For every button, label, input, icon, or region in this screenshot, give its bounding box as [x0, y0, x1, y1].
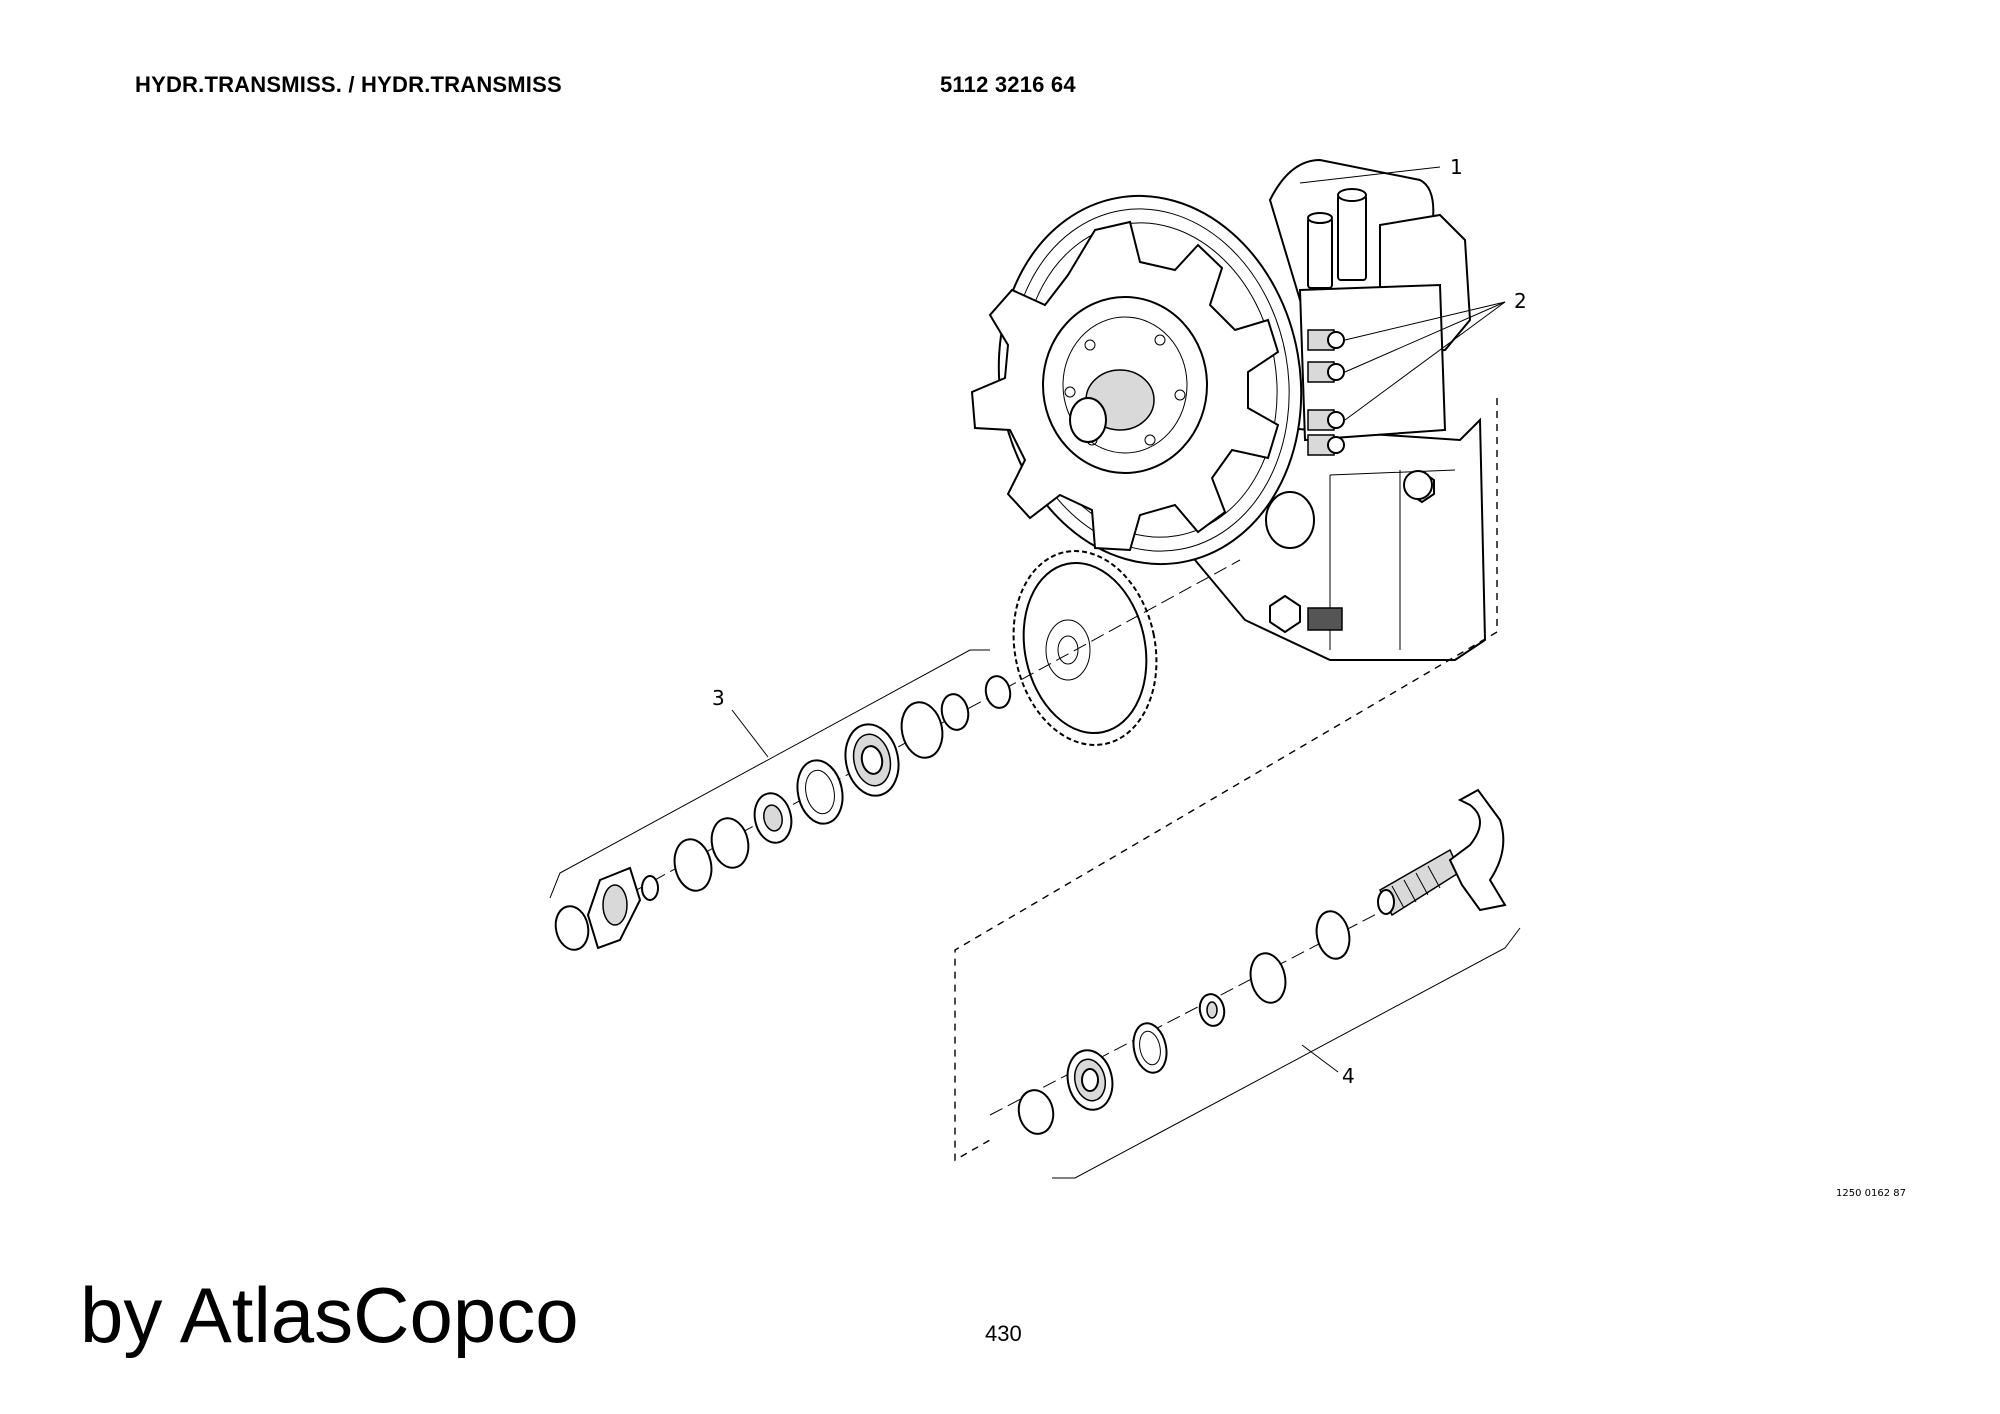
drawing-reference: 1250 0162 87 [1836, 1188, 1906, 1199]
callout-2: 2 [1514, 289, 1527, 313]
callout-4: 4 [1342, 1064, 1355, 1088]
callout-1: 1 [1450, 155, 1463, 179]
page-number: 430 [985, 1321, 1022, 1346]
shaft-assembly [989, 788, 1507, 1135]
page-title: HYDR.TRANSMISS. / HYDR.TRANSMISS [135, 72, 562, 97]
port-fittings [1307, 329, 1345, 456]
gear-assembly [554, 550, 1241, 951]
part-number: 5112 3216 64 [940, 72, 1076, 97]
brand-footer: by AtlasCopco [80, 1271, 579, 1359]
transmission-assembly [970, 158, 1487, 661]
callout-3: 3 [712, 686, 725, 710]
